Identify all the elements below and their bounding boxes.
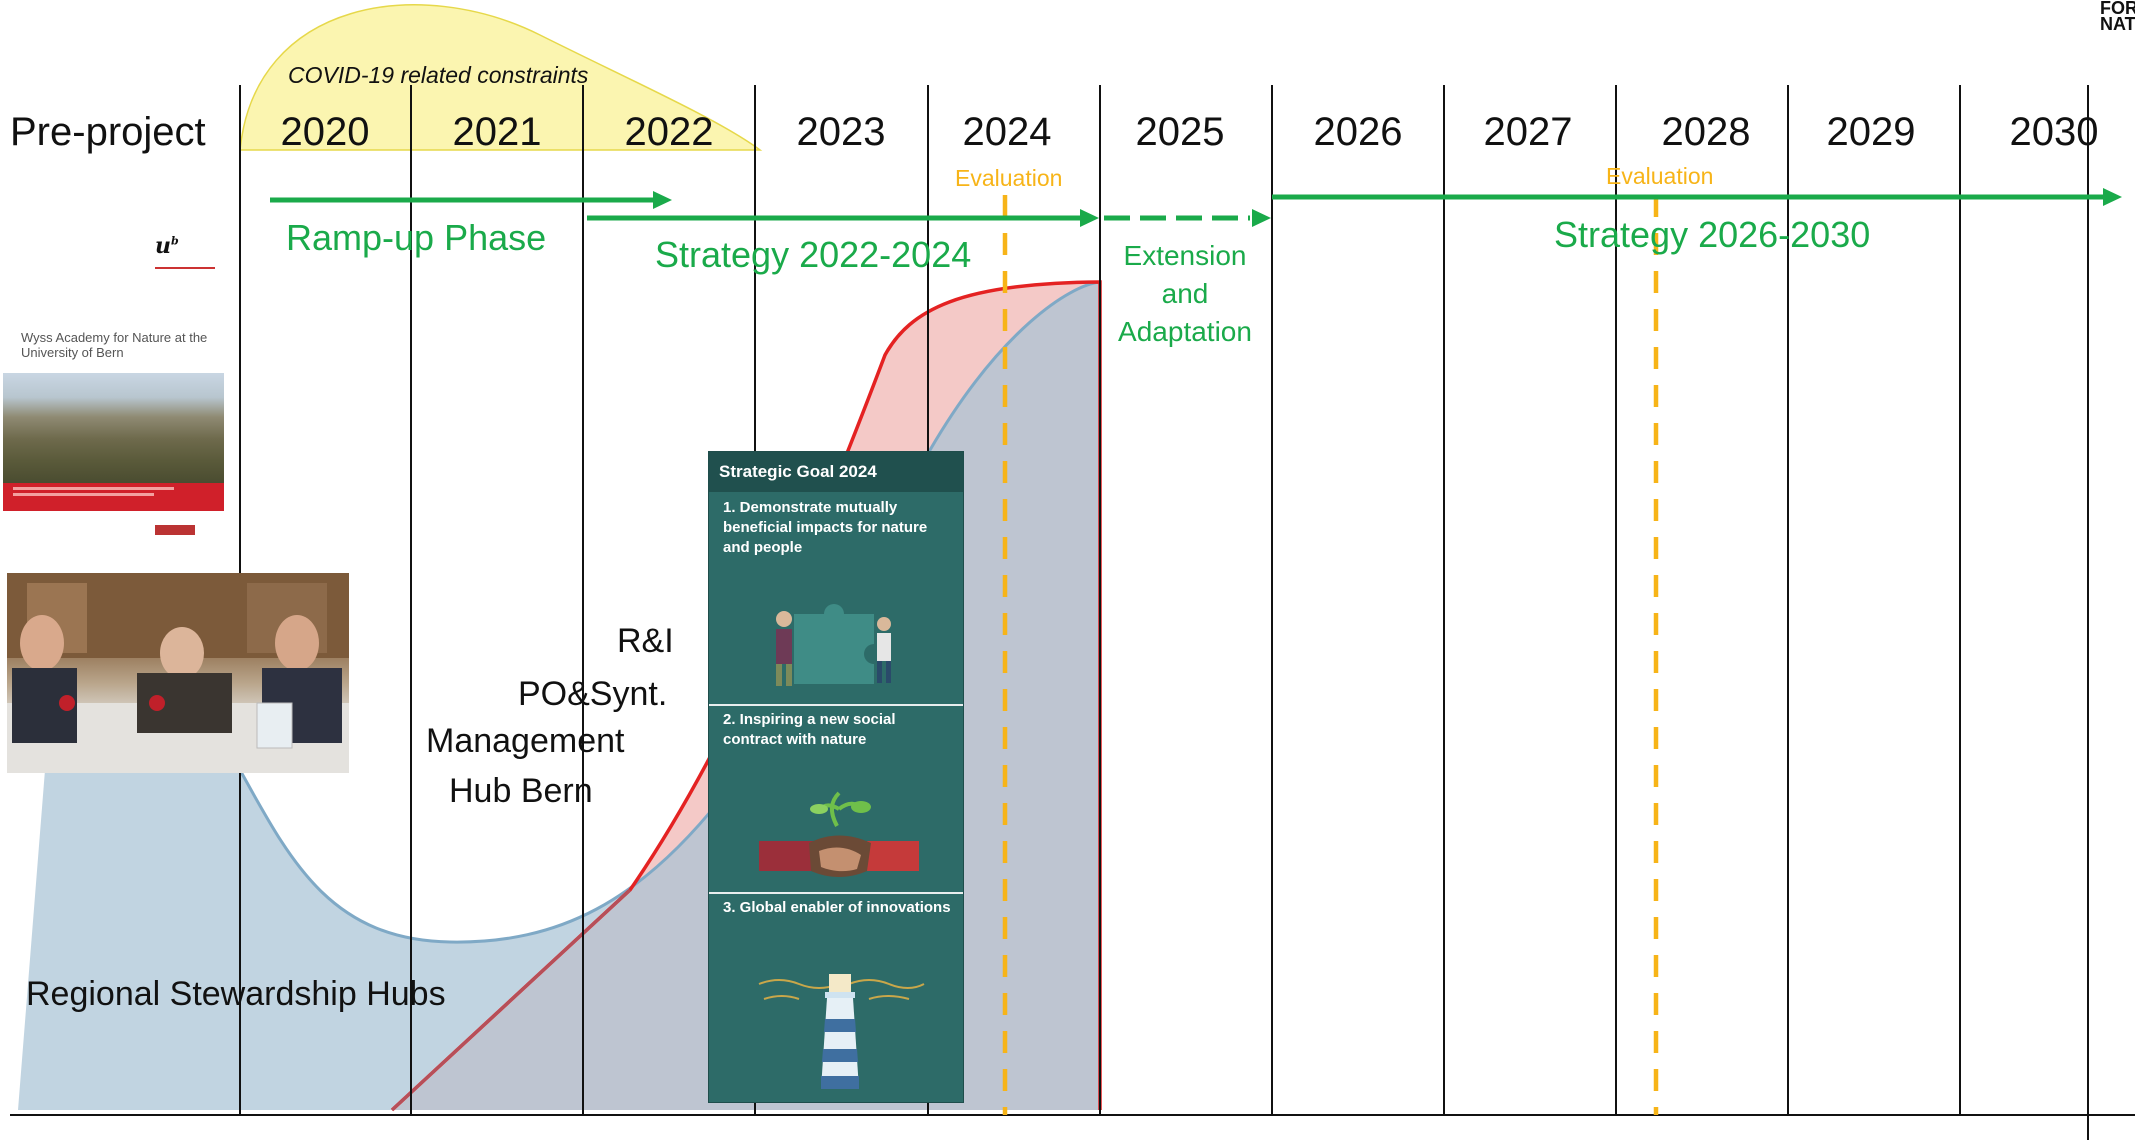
goal-3: 3. Global enabler of innovations — [709, 892, 963, 1102]
strategy-2022-2024-label: Strategy 2022-2024 — [655, 234, 972, 275]
po-synt-label: PO&Synt. — [518, 675, 668, 713]
strategy-document-cover: ub Wyss Academy for Nature at the Univer… — [3, 205, 224, 557]
year-label-2029: 2029 — [1826, 110, 1916, 154]
puzzle-people-icon — [776, 604, 891, 686]
cover-red-band — [3, 483, 224, 511]
evaluation-2024-label: Evaluation — [955, 165, 1063, 191]
management-label: Management — [426, 722, 625, 760]
lighthouse-icon — [758, 974, 925, 1089]
cover-title: Wyss Academy for Nature at the Universit… — [21, 330, 208, 360]
year-label-2025: 2025 — [1135, 110, 1225, 154]
hub-bern-label: Hub Bern — [449, 772, 593, 810]
extension-adaptation-label: Extension and Adaptation — [1105, 237, 1265, 351]
year-label-2023: 2023 — [796, 110, 886, 154]
landscape-photo — [3, 373, 224, 483]
goal-1: 1. Demonstrate mutually beneficial impac… — [709, 494, 963, 694]
cover-footer-mark — [155, 525, 195, 535]
strategic-goal-title: Strategic Goal 2024 — [709, 452, 963, 492]
year-label-2026: 2026 — [1313, 110, 1403, 154]
signing-ceremony-photo — [7, 573, 349, 773]
year-label-2027: 2027 — [1483, 110, 1573, 154]
goal-2: 2. Inspiring a new social contract with … — [709, 704, 963, 892]
university-logo: ub — [155, 233, 179, 259]
year-label-2030: 2030 — [2009, 110, 2099, 154]
pre-project-label: Pre-project — [10, 110, 206, 154]
strategic-goal-panel: Strategic Goal 2024 1. Demonstrate mutua… — [708, 451, 964, 1103]
year-label-2024: 2024 — [962, 110, 1052, 154]
phase-arrows — [270, 188, 2122, 227]
regional-hubs-label: Regional Stewardship Hubs — [26, 975, 446, 1013]
year-dividers — [239, 85, 2089, 1140]
handshake-sprout-icon — [759, 791, 919, 877]
goal-1-text: 1. Demonstrate mutually beneficial impac… — [723, 499, 928, 556]
red-growth-outline — [390, 280, 1102, 1112]
goal-2-text: 2. Inspiring a new social contract with … — [723, 711, 896, 748]
logo-underline — [155, 267, 215, 269]
covid-constraint-area — [239, 4, 763, 151]
ramp-up-phase-label: Ramp-up Phase — [286, 217, 547, 258]
year-label-2021: 2021 — [452, 110, 542, 154]
signing-photo-art — [7, 573, 349, 773]
extension-line-3: Adaptation — [1118, 316, 1252, 347]
evaluation-2028-label: Evaluation — [1606, 163, 1714, 189]
goal-3-text: 3. Global enabler of innovations — [723, 899, 951, 916]
year-label-2020: 2020 — [280, 110, 370, 154]
strategy-2026-2030-label: Strategy 2026-2030 — [1554, 214, 1871, 255]
covid-label: COVID-19 related constraints — [288, 62, 589, 88]
red-growth-outline-lower — [390, 888, 632, 1112]
ri-label: R&I — [617, 622, 674, 660]
extension-line-2: and — [1161, 278, 1209, 309]
year-label-2028: 2028 — [1661, 110, 1751, 154]
extension-line-1: Extension — [1123, 240, 1247, 271]
year-label-2022: 2022 — [624, 110, 714, 154]
